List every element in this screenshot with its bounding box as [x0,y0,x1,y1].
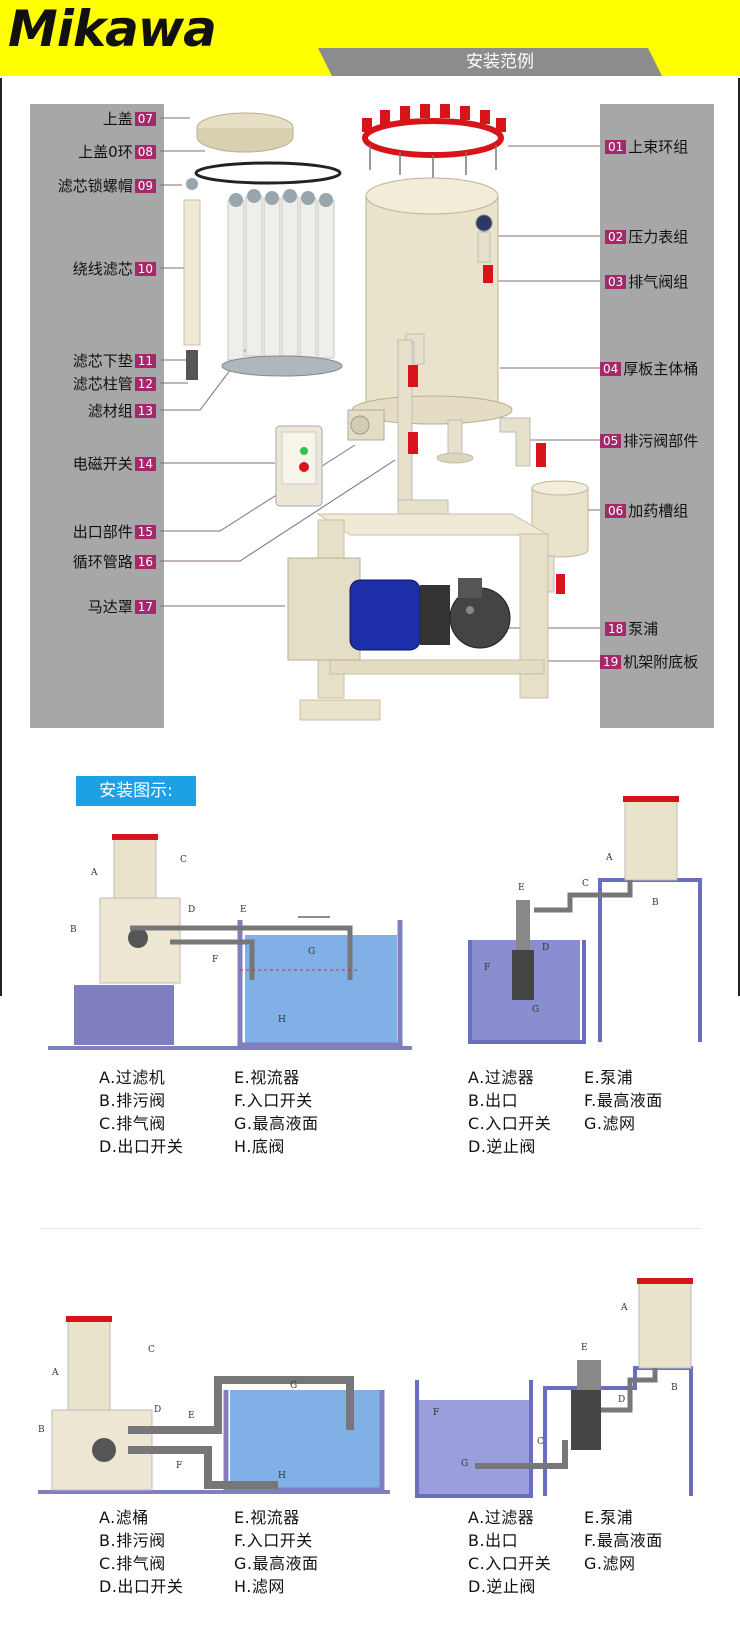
callout-h: H [278,1015,286,1025]
frame-border-left [0,78,2,996]
callout-a: A [90,868,98,878]
callout-d: D [188,905,195,915]
install-section-title: 安装图示: [76,776,196,806]
frame-border-right [738,78,740,996]
svg-text:A: A [51,1368,59,1378]
svg-text:B: B [38,1425,45,1435]
callout-c: C [180,855,187,865]
install-diagram-3: A B C D E F G H [38,1316,390,1494]
banner-title: 安装范例 [466,52,534,72]
svg-text:G: G [461,1459,468,1469]
section-divider [40,1228,700,1229]
svg-text:B: B [671,1383,678,1393]
callout-g: G [308,947,315,957]
banner-ribbon [318,48,662,76]
svg-text:D: D [618,1395,625,1405]
callout-e: E [240,905,247,915]
svg-text:C: C [582,879,589,889]
svg-text:A: A [605,853,613,863]
svg-text:D: D [542,943,549,953]
svg-text:G: G [532,1005,539,1015]
svg-text:G: G [290,1381,297,1391]
svg-text:H: H [278,1471,286,1481]
svg-text:C: C [537,1437,544,1447]
install-diagram-2: A B C D E F G [468,796,702,1044]
svg-text:F: F [176,1461,182,1471]
install-diagram-1: A B C D E F G H [48,834,412,1050]
svg-text:A: A [620,1303,628,1313]
svg-text:E: E [581,1343,588,1353]
brand-logo: Mikawa [8,0,217,58]
callout-b: B [70,925,77,935]
svg-text:C: C [148,1345,155,1355]
svg-text:E: E [518,883,525,893]
callout-f: F [212,955,218,965]
exploded-filter-illustration [160,104,600,721]
install-diagram-4: A B C D E F G [415,1278,693,1498]
svg-text:E: E [188,1411,195,1421]
svg-text:F: F [484,963,490,973]
svg-text:B: B [652,898,659,908]
svg-text:D: D [154,1405,161,1415]
svg-text:F: F [433,1408,439,1418]
